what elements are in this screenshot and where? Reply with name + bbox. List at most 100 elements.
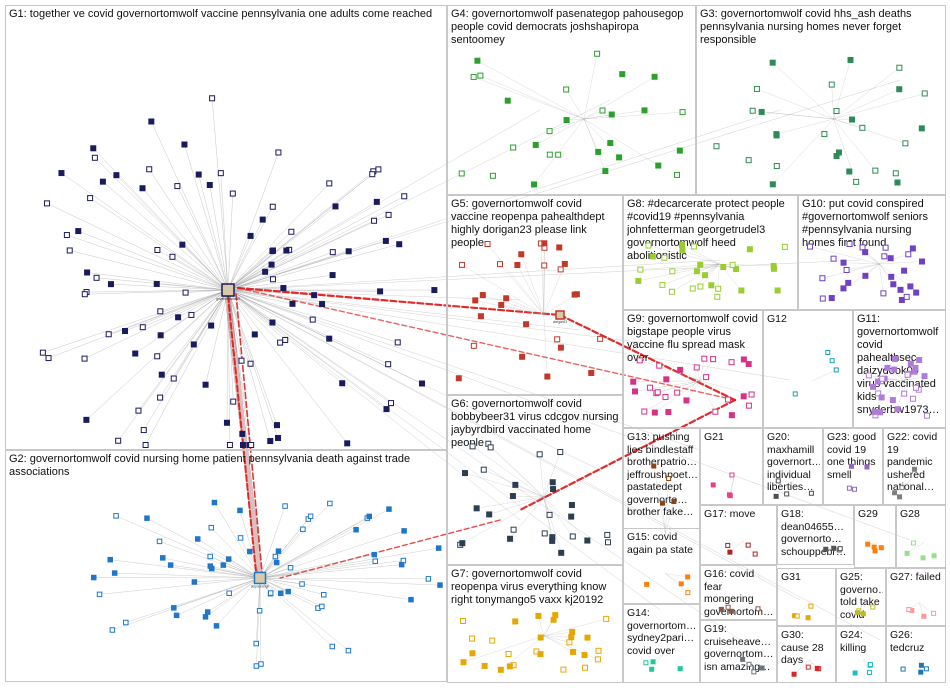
node-g6[interactable]	[512, 481, 519, 488]
node-g1[interactable]	[311, 292, 318, 299]
node-g2[interactable]	[109, 627, 116, 633]
node-g21[interactable]	[710, 482, 716, 488]
node-g1[interactable]	[329, 249, 336, 256]
node-g2[interactable]	[285, 588, 291, 595]
node-g1[interactable]	[158, 371, 165, 378]
node-g1[interactable]	[107, 281, 114, 288]
node-g1[interactable]	[84, 269, 91, 276]
node-g1[interactable]	[90, 145, 97, 152]
node-g24[interactable]	[867, 669, 873, 675]
node-g5[interactable]	[472, 297, 479, 304]
node-g5[interactable]	[479, 292, 486, 299]
node-g2[interactable]	[220, 562, 227, 568]
node-g3[interactable]	[872, 167, 879, 174]
node-g5[interactable]	[541, 262, 548, 269]
node-g21[interactable]	[729, 472, 735, 478]
node-g19[interactable]	[759, 665, 765, 671]
node-g9[interactable]	[651, 409, 658, 416]
node-g1[interactable]	[289, 300, 296, 307]
node-g2[interactable]	[191, 579, 198, 585]
node-g6[interactable]	[584, 537, 591, 544]
node-g12[interactable]	[829, 358, 835, 364]
node-g10[interactable]	[901, 267, 908, 274]
node-g1[interactable]	[283, 247, 290, 254]
node-g4[interactable]	[563, 86, 570, 93]
node-g1[interactable]	[209, 95, 216, 102]
node-g11[interactable]	[878, 394, 885, 401]
node-g8[interactable]	[729, 261, 736, 268]
node-g2[interactable]	[167, 562, 174, 568]
node-g3[interactable]	[846, 168, 853, 175]
node-g6[interactable]	[549, 537, 556, 544]
node-g4[interactable]	[641, 107, 648, 114]
node-g1[interactable]	[419, 380, 426, 387]
node-g1[interactable]	[63, 232, 70, 239]
node-g3[interactable]	[896, 64, 903, 71]
node-g1[interactable]	[282, 336, 289, 343]
node-g1[interactable]	[132, 350, 139, 357]
node-g1[interactable]	[81, 291, 88, 298]
node-g5[interactable]	[556, 244, 563, 251]
node-g7[interactable]	[595, 647, 602, 654]
node-g2[interactable]	[208, 524, 215, 531]
node-g12[interactable]	[825, 350, 831, 356]
node-g9[interactable]	[725, 396, 732, 403]
node-g22[interactable]	[897, 494, 903, 500]
node-g5[interactable]	[470, 342, 477, 349]
node-g4[interactable]	[674, 171, 681, 178]
node-g4[interactable]	[599, 107, 606, 114]
node-g9[interactable]	[740, 393, 747, 400]
node-g8[interactable]	[661, 254, 668, 261]
node-g6[interactable]	[546, 511, 553, 518]
hub-node-g1[interactable]	[221, 283, 235, 297]
node-g29[interactable]	[865, 541, 871, 547]
node-g5[interactable]	[484, 241, 491, 248]
node-g1[interactable]	[326, 335, 333, 342]
node-g8[interactable]	[714, 293, 721, 300]
node-g5[interactable]	[455, 375, 462, 382]
node-g1[interactable]	[269, 319, 276, 326]
node-g10[interactable]	[880, 290, 887, 297]
node-g16[interactable]	[718, 606, 724, 612]
node-g28[interactable]	[931, 553, 937, 559]
node-g14[interactable]	[643, 660, 649, 666]
node-g2[interactable]	[437, 582, 443, 588]
node-g6[interactable]	[569, 533, 576, 540]
node-g23[interactable]	[852, 486, 858, 492]
node-g2[interactable]	[204, 609, 211, 615]
node-g2[interactable]	[299, 581, 305, 587]
node-g11[interactable]	[871, 408, 878, 415]
node-g25[interactable]	[854, 610, 860, 616]
node-g31[interactable]	[805, 615, 811, 621]
node-g2[interactable]	[226, 590, 232, 596]
node-g1[interactable]	[396, 241, 403, 248]
node-g2[interactable]	[256, 607, 263, 614]
node-g1[interactable]	[247, 360, 254, 367]
node-g29[interactable]	[871, 544, 877, 550]
node-g12[interactable]	[792, 391, 798, 397]
node-g10[interactable]	[898, 296, 905, 303]
node-g1[interactable]	[45, 355, 52, 362]
node-g1[interactable]	[206, 182, 213, 189]
node-g1[interactable]	[267, 438, 274, 445]
node-g4[interactable]	[651, 73, 658, 80]
node-g7[interactable]	[469, 635, 476, 642]
node-g9[interactable]	[662, 393, 669, 400]
node-g11[interactable]	[884, 364, 891, 371]
node-g1[interactable]	[275, 434, 282, 441]
node-g17[interactable]	[745, 542, 751, 548]
node-g10[interactable]	[840, 259, 847, 266]
node-g10[interactable]	[828, 295, 835, 302]
node-g1[interactable]	[148, 118, 155, 125]
node-g6[interactable]	[487, 444, 494, 451]
node-g4[interactable]	[595, 148, 602, 155]
node-g9[interactable]	[683, 397, 690, 404]
node-g6[interactable]	[480, 466, 487, 473]
node-g15[interactable]	[685, 590, 691, 596]
node-g7[interactable]	[460, 617, 467, 624]
node-g10[interactable]	[807, 243, 814, 250]
node-g26[interactable]	[900, 666, 906, 672]
node-g3[interactable]	[892, 170, 899, 177]
node-g1[interactable]	[135, 407, 142, 414]
node-g2[interactable]	[398, 561, 405, 568]
